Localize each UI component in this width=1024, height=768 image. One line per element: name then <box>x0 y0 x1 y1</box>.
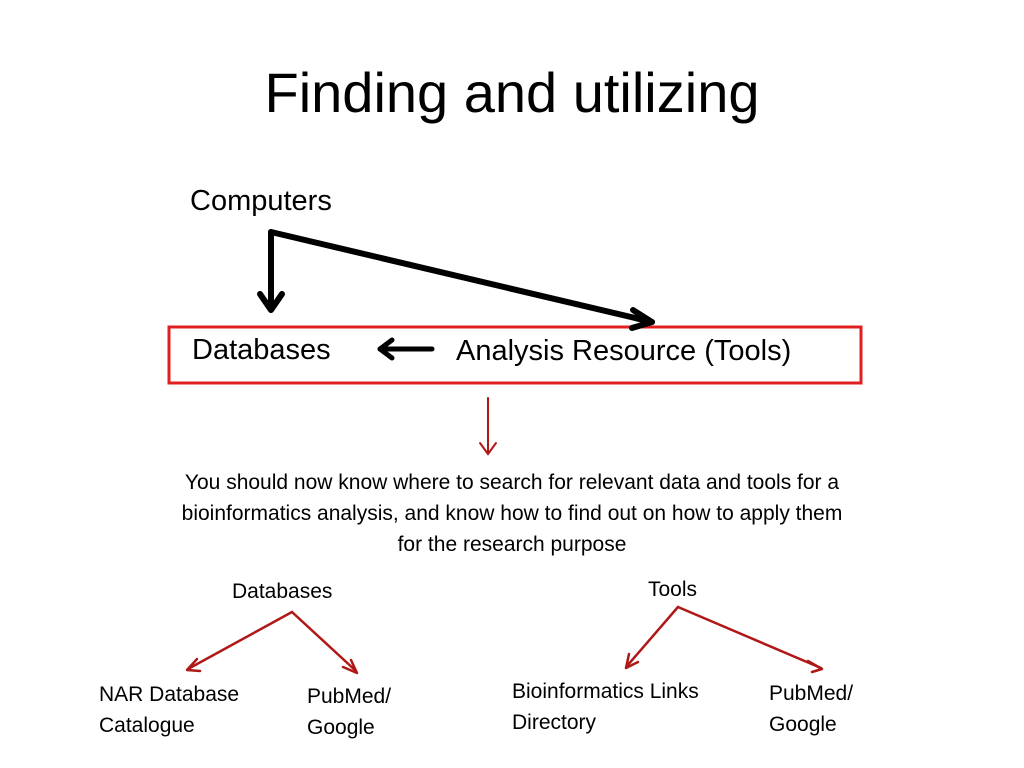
leaf-line: Bioinformatics Links <box>512 680 699 703</box>
page-title: Finding and utilizing <box>264 61 760 124</box>
databases-label: Databases <box>192 334 331 366</box>
tools-to-databases-arrow <box>377 337 435 361</box>
computers-to-databases-arrow <box>257 229 285 313</box>
pubmed-google-tools-label: PubMed/ Google <box>769 678 853 740</box>
summary-line: for the research purpose <box>397 533 627 556</box>
leaf-line: PubMed/ <box>769 682 854 705</box>
computers-to-tools-arrow <box>268 229 655 331</box>
leaf-line: Catalogue <box>99 714 195 737</box>
computers-label: Computers <box>190 185 332 217</box>
bioinformatics-links-directory-label: Bioinformatics Links Directory <box>512 676 699 738</box>
leaf-line: Directory <box>512 711 597 734</box>
box-to-summary-arrow <box>479 397 497 456</box>
databases-heading: Databases <box>232 580 333 603</box>
leaf-line: Google <box>307 716 375 739</box>
summary-line: bioinformatics analysis, and know how to… <box>181 502 843 525</box>
tools-heading: Tools <box>648 578 698 601</box>
leaf-line: PubMed/ <box>307 685 392 708</box>
leaf-line: NAR Database <box>99 683 240 706</box>
analysis-resource-label: Analysis Resource (Tools) <box>456 335 792 367</box>
pubmed-google-databases-label: PubMed/ Google <box>307 681 391 743</box>
databases-branch-arrows <box>185 610 359 675</box>
summary-text: You should now know where to search for … <box>78 467 946 560</box>
highlight-box <box>167 325 863 385</box>
leaf-line: Google <box>769 713 837 736</box>
summary-line: You should now know where to search for … <box>184 471 840 494</box>
nar-catalogue-label: NAR Database Catalogue <box>99 679 239 741</box>
tools-branch-arrows <box>624 605 824 674</box>
